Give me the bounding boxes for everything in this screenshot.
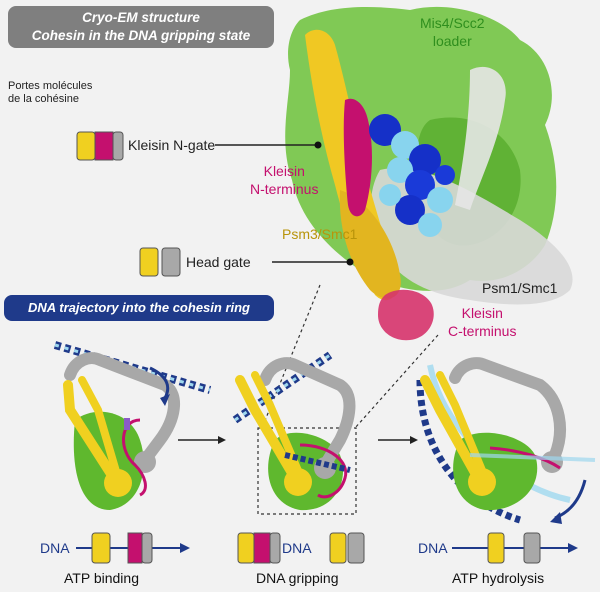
- portes-line-2: de la cohésine: [8, 93, 79, 105]
- gate-row-2: [237, 532, 365, 564]
- panel-atp-hydrolysis: [416, 357, 596, 524]
- kleisin-nterm-line-1: Kleisin: [263, 163, 305, 179]
- dna-label-1: DNA: [40, 540, 70, 556]
- kleisin-cterm-line-1: Kleisin: [461, 305, 503, 321]
- kleisin-nterminus-label: Kleisin N-terminus: [250, 162, 318, 198]
- psm1-label: Psm1/Smc1: [482, 280, 558, 296]
- mis4-text: Mis4/Scc2: [420, 15, 485, 31]
- psm3-label: Psm3/Smc1: [282, 226, 358, 242]
- kleisin-ngate-label: Kleisin N-gate: [128, 137, 216, 153]
- dna-trajectory-box: DNA trajectory into the cohesin ring: [4, 295, 274, 321]
- caption-atp-hydrolysis: ATP hydrolysis: [452, 570, 545, 586]
- dna-density: [369, 114, 455, 237]
- caption-atp-binding: ATP binding: [64, 570, 139, 586]
- gate-row-1: [76, 532, 190, 564]
- caption-dna-gripping: DNA gripping: [256, 570, 339, 586]
- panel-dna-gripping: [232, 351, 356, 511]
- gate-row-3: [452, 532, 578, 564]
- loader-text: loader: [432, 33, 472, 49]
- kleisin-ngate-icon: [76, 131, 124, 161]
- head-gate-icon: [139, 247, 181, 277]
- portes-line-1: Portes molécules: [8, 80, 93, 92]
- dna-label-2: DNA: [282, 540, 312, 556]
- cryoem-structure: [285, 6, 573, 341]
- kleisin-cterm-line-2: C-terminus: [448, 323, 517, 339]
- head-gate-label: Head gate: [186, 254, 251, 270]
- title-box: Cryo-EM structure Cohesin in the DNA gri…: [8, 6, 274, 48]
- zoom-box: [257, 427, 357, 515]
- title-line-1: Cryo-EM structure: [82, 10, 200, 25]
- dna-label-3: DNA: [418, 540, 448, 556]
- kleisin-nterm-line-2: N-terminus: [250, 181, 319, 197]
- portes-label: Portes molécules de la cohésine: [8, 80, 92, 106]
- title-line-2: Cohesin in the DNA gripping state: [31, 28, 251, 43]
- panel-atp-binding: [53, 341, 212, 510]
- mis4-label: Mis4/Scc2 loader: [420, 14, 485, 50]
- kleisin-cterminus-label: Kleisin C-terminus: [448, 304, 516, 340]
